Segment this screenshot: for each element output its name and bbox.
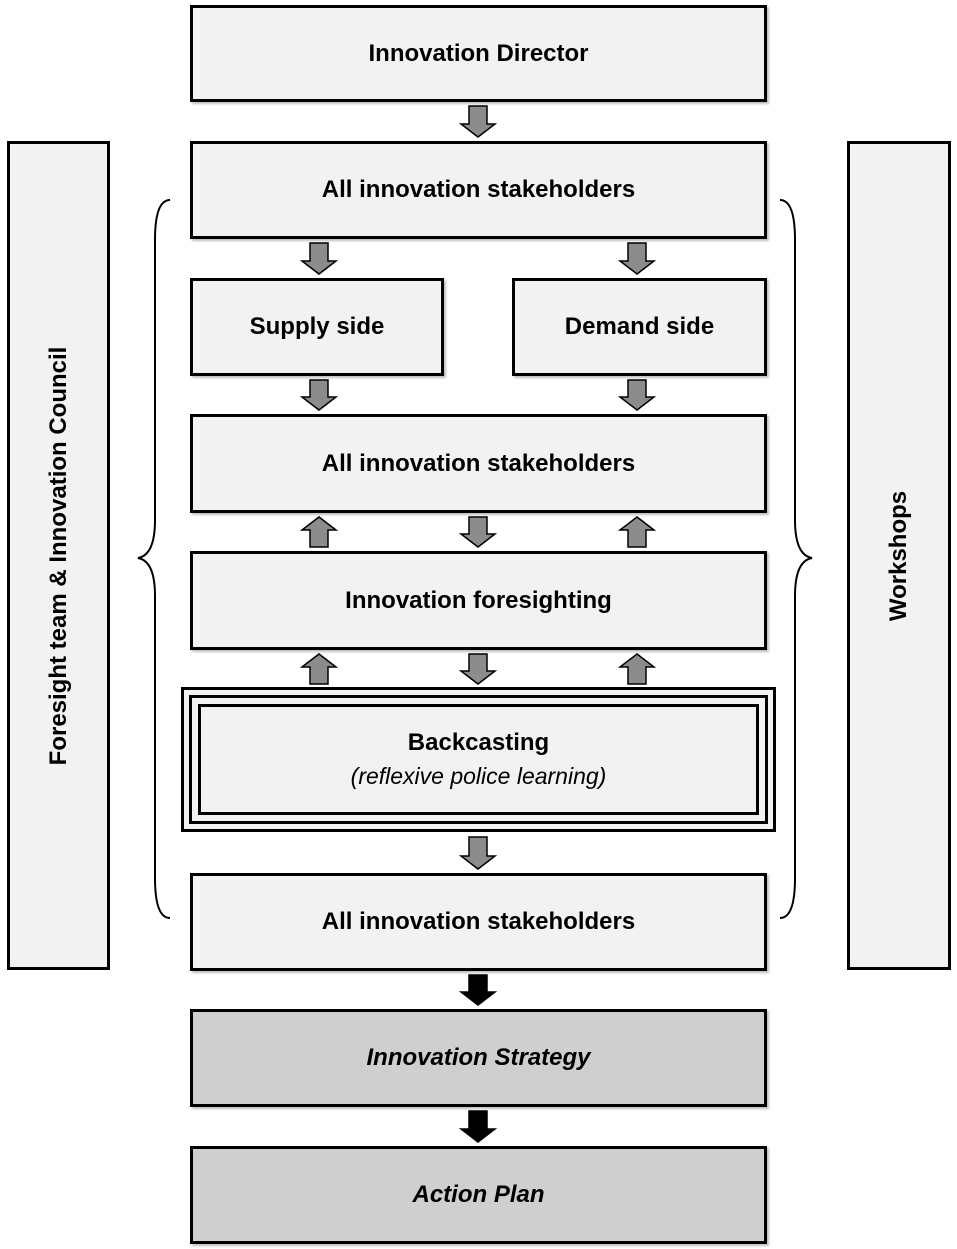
arrow-stakeholders-to-supply — [299, 242, 339, 275]
supply-side-box: Supply side — [190, 278, 444, 376]
stakeholders-label-1: All innovation stakeholders — [321, 176, 636, 203]
stakeholders-label-2: All innovation stakeholders — [321, 449, 636, 477]
arrow-up-left-2 — [299, 653, 339, 685]
backcasting-inner: Backcasting (reflexive police learning) — [198, 704, 759, 815]
stakeholders-label-3: All innovation stakeholders — [321, 908, 636, 935]
innovation-foresighting-label: Innovation foresighting — [345, 586, 612, 614]
right-brace — [779, 199, 813, 919]
innovation-strategy-label: Innovation Strategy — [366, 1044, 591, 1071]
demand-side-box: Demand side — [512, 278, 767, 376]
innovation-foresighting-box: Innovation foresighting — [190, 551, 767, 650]
backcasting-box: Backcasting (reflexive police learning) — [181, 687, 776, 832]
action-plan-label: Action Plan — [412, 1181, 545, 1208]
demand-side-label: Demand side — [564, 313, 715, 340]
stakeholders-box-1: All innovation stakeholders — [190, 141, 767, 239]
innovation-director-box: Innovation Director — [190, 5, 767, 102]
arrow-down-center-2 — [458, 653, 498, 685]
arrow-down-center-1 — [458, 516, 498, 548]
innovation-strategy-box: Innovation Strategy — [190, 1009, 767, 1107]
action-plan-box: Action Plan — [190, 1146, 767, 1244]
arrow-up-right-1 — [617, 516, 657, 548]
innovation-director-label: Innovation Director — [368, 39, 589, 67]
arrow-stakeholders-to-strategy — [458, 974, 498, 1006]
arrow-strategy-to-action-plan — [458, 1110, 498, 1143]
backcasting-title: Backcasting — [407, 729, 550, 756]
stakeholders-box-2: All innovation stakeholders — [190, 414, 767, 513]
foresight-team-panel: Foresight team & Innovation Council — [7, 141, 110, 970]
backcasting-subtitle: (reflexive police learning) — [350, 763, 607, 789]
arrow-stakeholders-to-demand — [617, 242, 657, 275]
left-brace — [137, 199, 171, 919]
workshops-panel: Workshops — [847, 141, 951, 970]
arrow-up-right-2 — [617, 653, 657, 685]
arrow-director-to-stakeholders — [458, 105, 498, 138]
arrow-up-left-1 — [299, 516, 339, 548]
arrow-demand-to-stakeholders — [617, 379, 657, 411]
supply-side-label: Supply side — [249, 313, 385, 340]
arrow-backcasting-to-stakeholders — [458, 836, 498, 870]
arrow-supply-to-stakeholders — [299, 379, 339, 411]
backcasting-middle-border — [189, 695, 768, 824]
stakeholders-box-3: All innovation stakeholders — [190, 873, 767, 971]
